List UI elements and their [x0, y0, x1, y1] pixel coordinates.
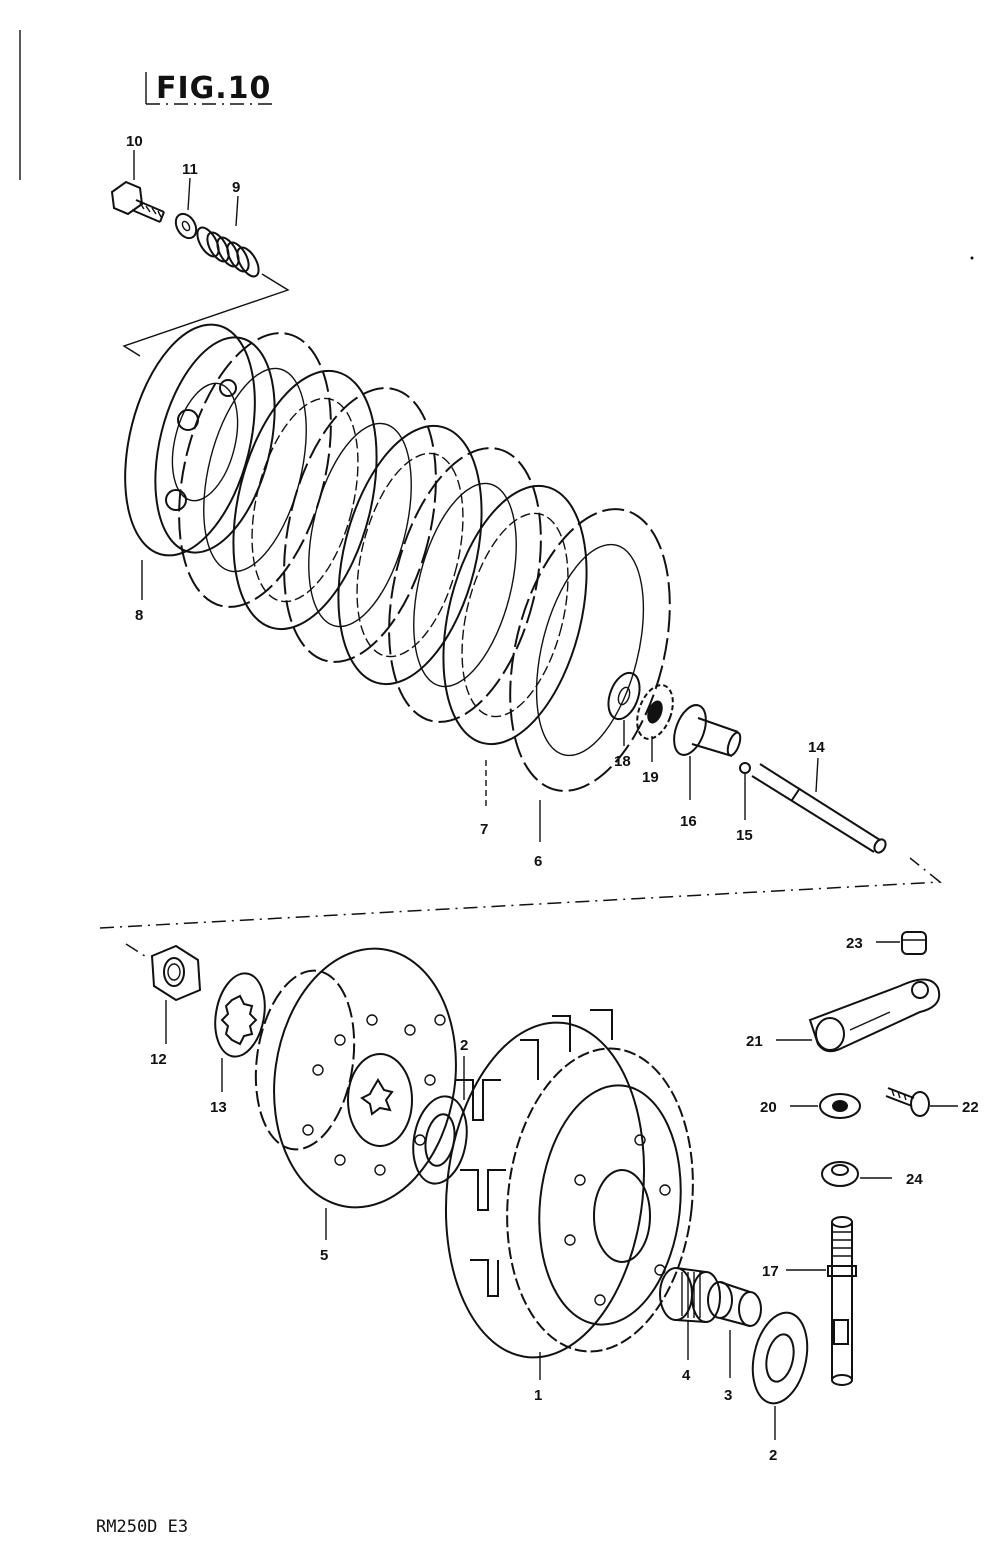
callout-14: 14 [808, 739, 825, 756]
drive-plate-icon [232, 369, 378, 631]
bolt-icon [110, 180, 165, 223]
pressure-plate-icon [124, 323, 276, 557]
spring-icon [196, 226, 260, 278]
callout-21: 21 [746, 1033, 763, 1050]
callout-15: 15 [736, 827, 753, 844]
friction-plate-icon [388, 447, 542, 723]
callout-7: 7 [480, 821, 488, 838]
speck [970, 256, 974, 260]
callout-1: 1 [534, 1387, 542, 1404]
callout-18: 18 [614, 753, 631, 770]
callout-4: 4 [682, 1367, 691, 1384]
cap-icon [901, 931, 927, 955]
callout-9: 9 [232, 179, 240, 196]
callout-3: 3 [724, 1387, 732, 1404]
callout-20: 20 [760, 1099, 777, 1116]
clutch-sleeve-hub-icon [254, 947, 457, 1209]
callout-23: 23 [846, 935, 863, 952]
spacer-icon [707, 1281, 762, 1327]
primary-driven-gear-icon [444, 1009, 694, 1359]
callout-17: 17 [762, 1263, 779, 1280]
bushing-icon [821, 1161, 859, 1187]
figure-title: FIG.10 [145, 71, 276, 106]
callout-12: 12 [150, 1051, 167, 1068]
callout-11: 11 [182, 161, 198, 178]
drive-plate-icon [442, 484, 588, 746]
lock-washer-icon [214, 972, 266, 1058]
callout-19: 19 [642, 769, 659, 786]
nut-icon [150, 944, 202, 1002]
oil-seal-icon [819, 1093, 861, 1119]
callout-2-lower: 2 [769, 1447, 777, 1464]
push-rod-icon [751, 763, 887, 854]
assembly-divider [99, 857, 943, 929]
bearing-icon [636, 684, 674, 740]
callout-8: 8 [135, 607, 143, 624]
leader-lines-upper [133, 150, 819, 842]
callout-24: 24 [906, 1171, 923, 1188]
release-camshaft-icon [827, 1216, 857, 1386]
thrust-washer-icon [751, 1311, 809, 1405]
callout-10: 10 [126, 133, 143, 150]
clutch-plate-stack [178, 332, 671, 792]
callout-5: 5 [320, 1247, 328, 1264]
friction-plate-icon [283, 387, 437, 663]
callout-16: 16 [680, 813, 697, 830]
callout-13: 13 [210, 1099, 227, 1116]
washer-icon [174, 212, 198, 240]
steel-ball-icon [739, 762, 751, 774]
thrust-washer-icon [607, 671, 641, 721]
callout-22: 22 [962, 1099, 979, 1116]
callout-6: 6 [534, 853, 542, 870]
callout-2-upper: 2 [460, 1037, 468, 1054]
callout-labels: 10 11 9 8 7 6 18 19 16 15 14 23 21 20 22… [126, 133, 979, 1464]
drive-plate-icon [337, 424, 483, 686]
push-piece-icon [673, 704, 742, 757]
needle-bearing-icon [659, 1267, 721, 1323]
friction-plate-icon [178, 332, 332, 608]
screw-icon [885, 1087, 930, 1117]
friction-plate-icon [509, 508, 671, 792]
release-arm-icon [808, 978, 941, 1053]
model-code: RM250D E3 [96, 1517, 188, 1537]
figure-title-text: FIG.10 [156, 71, 271, 106]
